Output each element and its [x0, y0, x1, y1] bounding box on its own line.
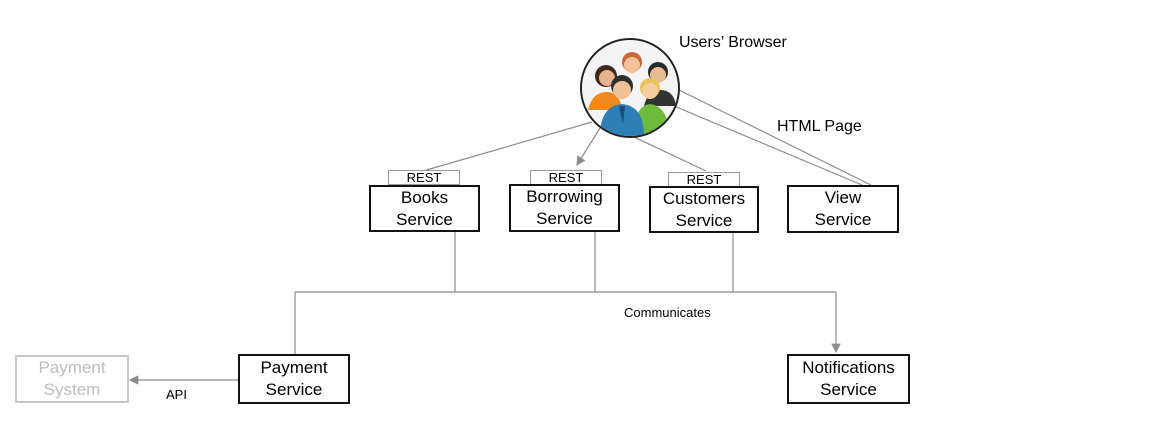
- line-browser-customers: [631, 135, 707, 172]
- borrowing-service[interactable]: Borrowing Service: [509, 184, 620, 232]
- customers-service[interactable]: Customers Service: [649, 186, 759, 233]
- books-service[interactable]: Books Service: [369, 185, 480, 232]
- line-browser-borrowing: [576, 127, 601, 167]
- users-browser-label: Users’ Browser: [679, 34, 787, 51]
- html-page-label: HTML Page: [777, 118, 862, 135]
- users-group-icon: [580, 38, 680, 138]
- payment-service[interactable]: Payment Service: [238, 354, 350, 404]
- books-rest-tag: REST: [388, 170, 460, 185]
- payment-system-external[interactable]: Payment System: [15, 355, 129, 403]
- line-browser-books: [422, 121, 593, 172]
- line-html-page-a: [678, 89, 872, 186]
- users-group-illustration: [582, 40, 678, 136]
- view-service[interactable]: View Service: [787, 185, 899, 233]
- borrowing-rest-tag: REST: [530, 170, 602, 185]
- line-html-page-b: [673, 105, 863, 186]
- customers-rest-tag: REST: [668, 172, 740, 187]
- communicates-label: Communicates: [624, 305, 711, 320]
- api-label: API: [166, 387, 187, 402]
- notifications-service[interactable]: Notifications Service: [787, 354, 910, 404]
